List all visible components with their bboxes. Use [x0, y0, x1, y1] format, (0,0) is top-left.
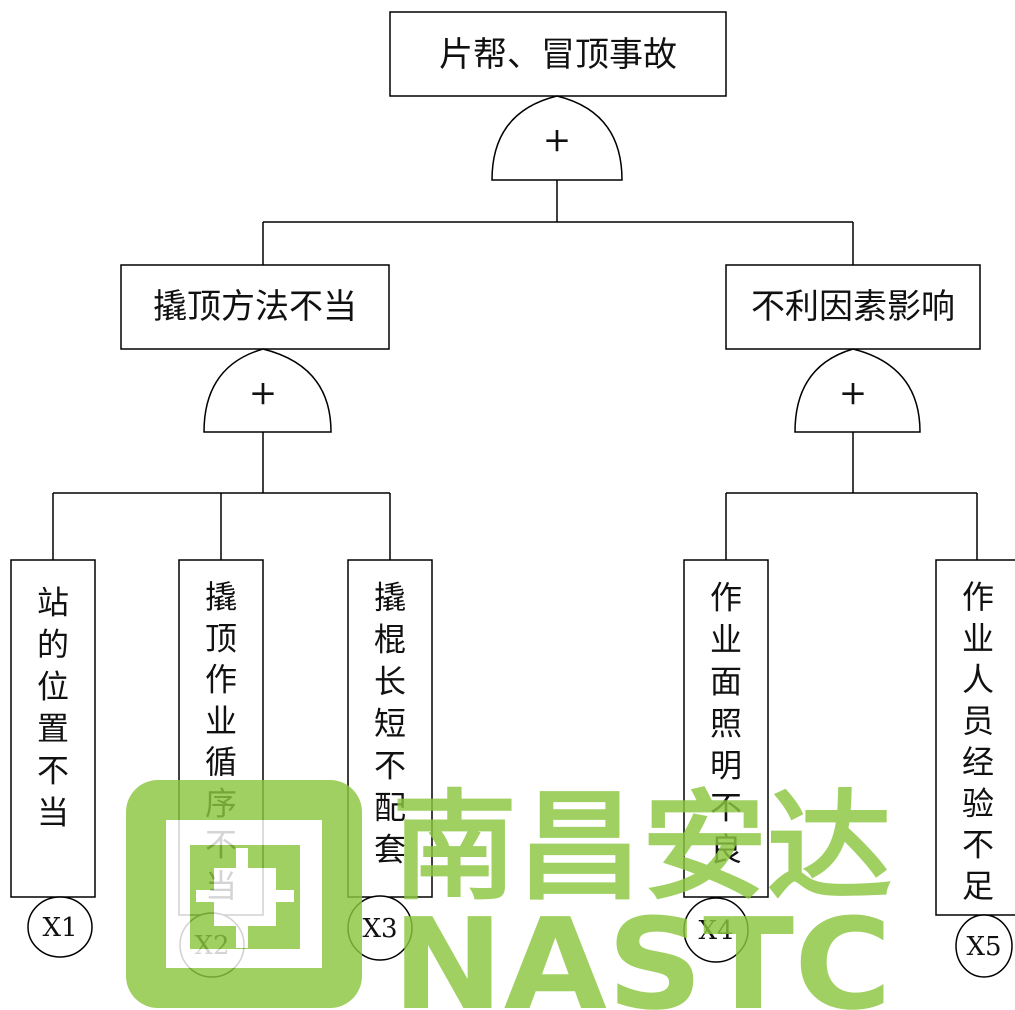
basic-event-x4: 作业面照明不良 — [683, 559, 769, 898]
connector-lines — [52, 180, 978, 560]
intermediate-event-label: 撬顶方法不当 — [153, 287, 357, 327]
top-event-label: 片帮、冒顶事故 — [439, 35, 677, 75]
watermark-text-cn: 南昌安达 — [392, 778, 892, 916]
or-gate-m1: + — [203, 348, 332, 433]
basic-event-label: 站的位置不当 — [37, 584, 69, 832]
intermediate-event-m1: 撬顶方法不当 — [120, 264, 390, 350]
intermediate-event-m2: 不利因素影响 — [725, 264, 981, 350]
basic-event-id: X1 — [42, 913, 77, 943]
watermark-text-en: NASTC — [392, 891, 892, 1010]
basic-event-id: X4 — [698, 916, 733, 946]
or-gate-m2: + — [794, 348, 921, 433]
watermark: 南昌安达 NASTC — [126, 778, 892, 1010]
or-gate-symbol: + — [839, 373, 868, 413]
top-event: 片帮、冒顶事故 — [389, 11, 727, 97]
or-gate-symbol: + — [543, 120, 572, 160]
basic-event-label: 作业人员经验不足 — [962, 578, 994, 905]
basic-event-label: 撬棍长短不配套 — [374, 579, 406, 869]
or-gate-symbol: + — [249, 373, 278, 413]
basic-event-symbol-x3: X3 — [347, 895, 413, 961]
intermediate-event-label: 不利因素影响 — [751, 287, 955, 327]
or-gate-top: + — [491, 95, 623, 181]
basic-event-id: X5 — [966, 932, 1001, 962]
basic-event-symbol-x4: X4 — [683, 897, 749, 963]
basic-event-symbol-x5: X5 — [955, 914, 1013, 978]
basic-event-x1: 站的位置不当 — [10, 559, 96, 898]
basic-event-id: X3 — [362, 914, 397, 944]
basic-event-label: 作业面照明不良 — [710, 579, 742, 869]
basic-event-x3: 撬棍长短不配套 — [347, 559, 433, 898]
watermark-logo — [126, 780, 362, 1008]
basic-event-x5: 作业人员经验不足 — [935, 559, 1015, 916]
basic-event-symbol-x1: X1 — [27, 896, 93, 958]
